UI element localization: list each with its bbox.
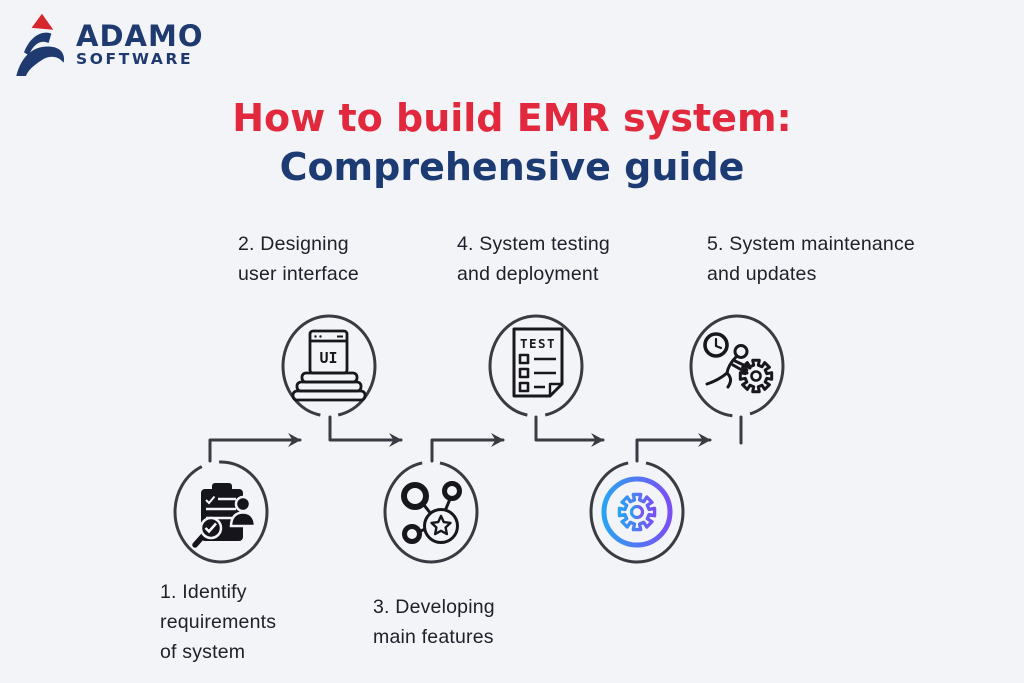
share-star-network-icon xyxy=(401,481,462,544)
logo-name: ADAMO xyxy=(76,19,204,53)
test-checklist-document-icon: TEST xyxy=(512,327,564,398)
test-icon-text: TEST xyxy=(520,336,556,351)
connector-step2-step3 xyxy=(328,415,403,447)
adamo-logo-text: ADAMO SOFTWARE xyxy=(76,10,204,69)
ui-icon-text: UI xyxy=(319,349,337,367)
connector-step1-step2 xyxy=(208,433,302,463)
logo-subtitle: SOFTWARE xyxy=(76,50,194,68)
adamo-logo: ADAMO SOFTWARE xyxy=(12,10,203,76)
settings-gear-icon xyxy=(601,476,673,548)
person-pushing-gear-clock-icon xyxy=(703,332,774,394)
gear-circle xyxy=(589,460,685,564)
connector-step3-step4 xyxy=(430,433,505,463)
ui-window-layers-icon: UI xyxy=(291,329,367,402)
page-title: How to build EMR system: Comprehensive g… xyxy=(0,94,1024,192)
page-title-line1: How to build EMR system: xyxy=(232,96,792,140)
step-5-label: 5. System maintenance and updates xyxy=(707,233,915,285)
step-2-circle xyxy=(281,314,377,418)
step-1-circle xyxy=(173,460,269,564)
connector-gear-step5 xyxy=(635,433,712,463)
step-4-circle xyxy=(488,314,584,418)
clipboard-search-person-icon xyxy=(192,483,257,548)
page-title-line2: Comprehensive guide xyxy=(279,145,745,189)
connector-step4-gear xyxy=(534,415,605,447)
step-4-label: 4. System testing and deployment xyxy=(457,233,610,285)
adamo-logo-icon xyxy=(16,13,65,76)
step-5-circle xyxy=(689,314,785,418)
step-1-label: 1. Identify requirements of system xyxy=(160,581,277,663)
step-2-label: 2. Designing user interface xyxy=(238,233,359,285)
step-3-circle xyxy=(383,460,479,564)
step-3-label: 3. Developing main features xyxy=(373,596,495,648)
